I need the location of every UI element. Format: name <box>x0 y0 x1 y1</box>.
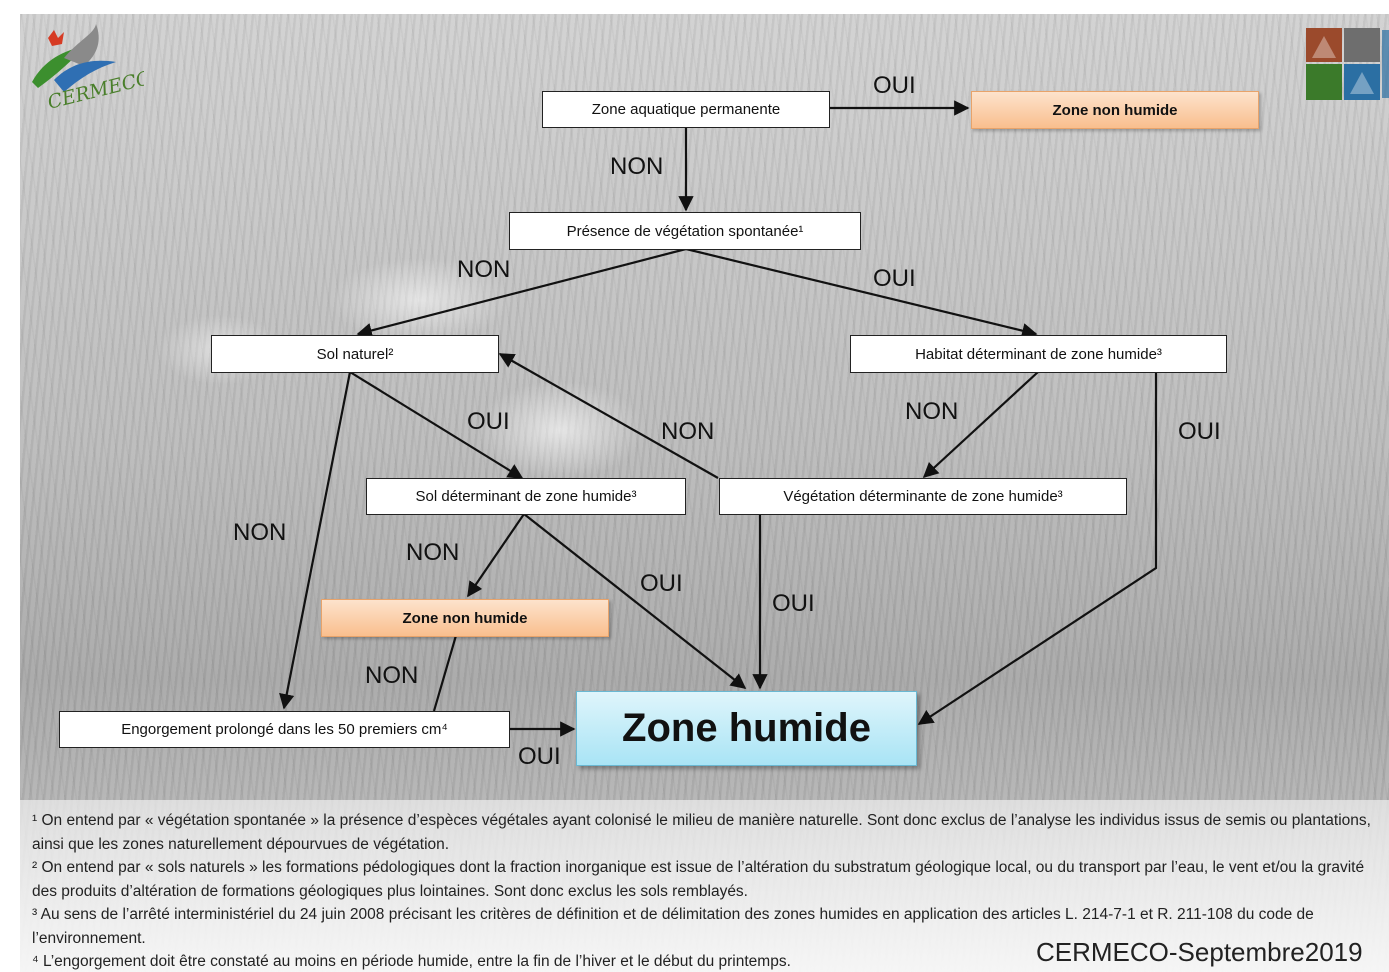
arrow-sol-det-to-nonhumide <box>467 513 525 598</box>
node-zone-aquatique: Zone aquatique permanente <box>542 91 830 128</box>
footnotes: ¹ On entend par « végétation spontanée »… <box>32 809 1384 972</box>
node-zone-non-humide-mid: Zone non humide <box>321 599 609 637</box>
label-oui-sol-naturel: OUI <box>467 408 510 435</box>
credit: CERMECO-Septembre2019 <box>1036 937 1363 967</box>
label-non-vegetation: NON <box>457 256 511 283</box>
label-non-sol-det: NON <box>406 539 460 566</box>
node-zone-humide: Zone humide <box>576 691 917 766</box>
node-presence-vegetation: Présence de végétation spontanée¹ <box>509 212 861 250</box>
footnote-3: ³ Au sens de l’arrêté interministériel d… <box>32 906 1314 947</box>
node-zone-non-humide-top: Zone non humide <box>971 91 1259 129</box>
label-oui-habitat: OUI <box>1178 418 1221 445</box>
arrow-sol-det-to-zone-humide <box>523 513 747 689</box>
arrow-sol-naturel-to-engorgement <box>279 371 352 710</box>
label-non-sol-naturel: NON <box>233 519 287 546</box>
left-margin <box>0 0 20 972</box>
footnote-1: ¹ On entend par « végétation spontanée »… <box>32 812 1371 853</box>
footnote-band <box>0 800 1389 972</box>
arrow-vegetation-to-sol-naturel <box>356 247 687 338</box>
node-sol-naturel: Sol naturel² <box>211 335 499 373</box>
node-engorgement: Engorgement prolongé dans les 50 premier… <box>59 711 510 748</box>
arrow-habitat-to-vegetation-det <box>922 371 1039 479</box>
footnote-2: ² On entend par « sols naturels » les fo… <box>32 859 1365 900</box>
label-oui-engorgement: OUI <box>518 743 561 770</box>
node-sol-determinant: Sol déterminant de zone humide³ <box>366 478 686 515</box>
label-oui-vegetation: OUI <box>873 265 916 292</box>
arrow-vegetation-det-to-sol-naturel <box>498 353 719 479</box>
footnote-4: ⁴ L’engorgement doit être constaté au mo… <box>32 953 791 970</box>
label-non-habitat: NON <box>905 398 959 425</box>
arrow-habitat-to-zone-humide <box>917 372 1158 725</box>
arrow-sol-naturel-to-sol-determinant <box>349 371 524 479</box>
node-vegetation-determinante: Végétation déterminante de zone humide³ <box>719 478 1127 515</box>
label-non-engorgement: NON <box>365 662 419 689</box>
label-non-aquatique: NON <box>610 153 664 180</box>
node-habitat-determinant: Habitat déterminant de zone humide³ <box>850 335 1227 373</box>
top-margin <box>0 0 1389 14</box>
label-oui-aquatique: OUI <box>873 72 916 99</box>
cermeco-logo: CERMECO <box>32 24 144 110</box>
label-non-vegetation-det: NON <box>661 418 715 445</box>
partner-logo <box>1306 28 1389 100</box>
label-oui-vegetation-det: OUI <box>772 590 815 617</box>
label-oui-sol-det: OUI <box>640 570 683 597</box>
arrow-vegetation-to-habitat <box>685 247 1038 339</box>
